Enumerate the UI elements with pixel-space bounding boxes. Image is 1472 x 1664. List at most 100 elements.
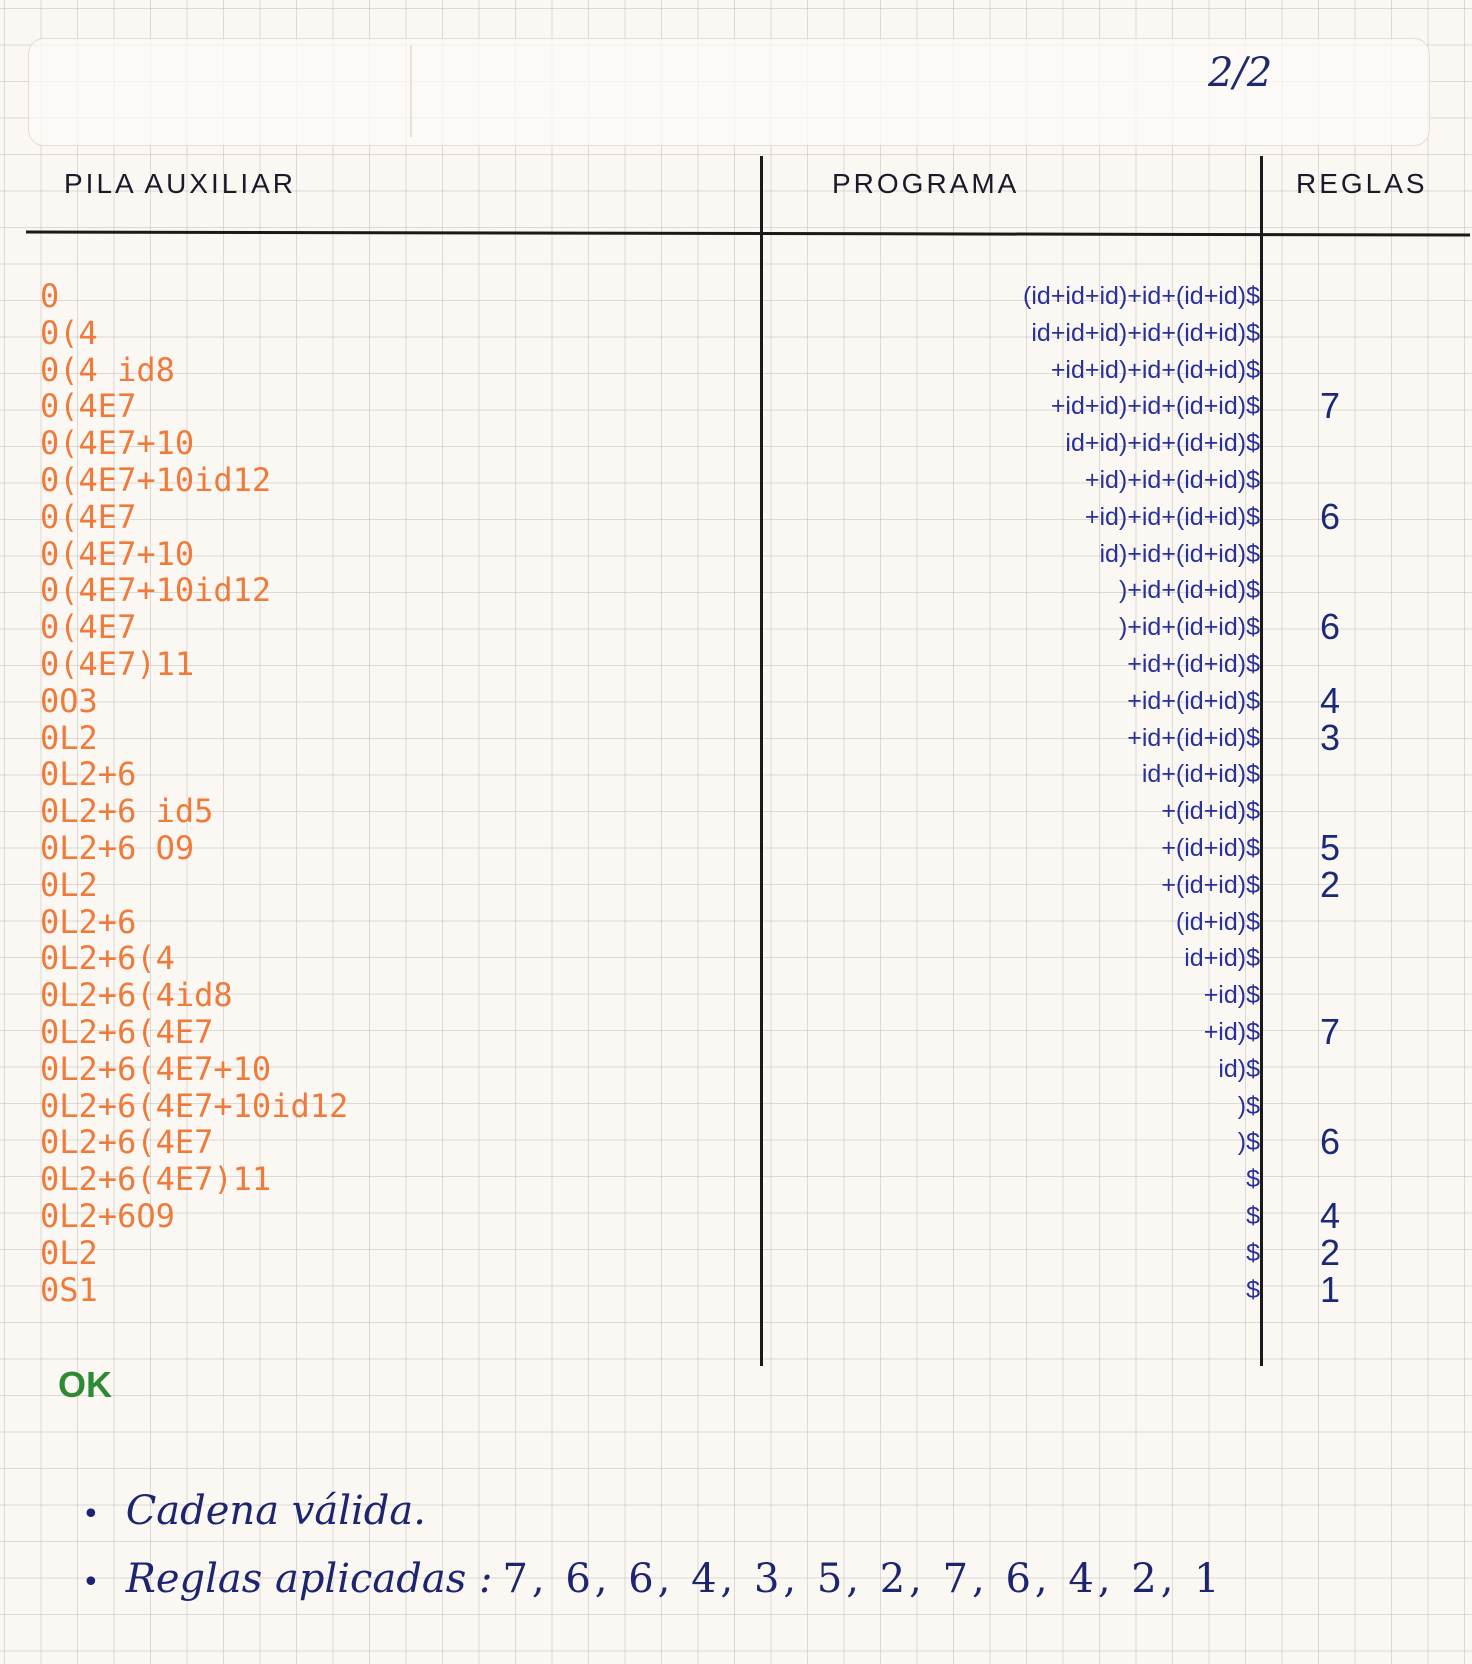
program-row: +id)+id+(id+id)$ [1084,502,1260,531]
stack-row: 0(4E7 [40,497,137,536]
stack-row: 0(4 id8 [40,350,175,389]
program-row: +(id+id)$ [1161,870,1260,899]
rule-row: 4 [1319,679,1341,721]
rule-row [1280,904,1380,941]
program-row: +id)$ [1203,981,1260,1010]
stack-row: 0(4E7 [40,387,137,426]
stack-row: 0L2 [40,865,98,904]
rule-row: 5 [1319,826,1341,868]
stack-row: 0L2+6(4E7 [40,1123,214,1162]
header-box [28,38,1430,146]
stack-row: 0(4E7+10id12 [40,460,272,499]
stack-row: 0L2+6 [40,902,137,941]
rule-row [1280,462,1380,499]
stack-row: 0 [40,277,60,315]
stack-row: 0(4 [40,313,98,352]
stack-row: 0L2+6 [40,755,137,794]
rule-row [1280,1161,1380,1198]
note-applied-rules: • Reglas aplicadas :7, 6, 6, 4, 3, 5, 2, … [82,1556,1224,1602]
program-row: +(id+id)$ [1161,797,1260,826]
program-row: (id+id+id)+id+(id+id)$ [1023,282,1260,310]
rule-row: 1 [1319,1268,1341,1310]
stack-row: 0(4E7 [40,608,137,647]
bullet-icon: • [82,1565,100,1600]
stack-row: 0L2+6(4id8 [40,976,233,1015]
stack-row: 0L2+6(4E7 [40,1012,214,1051]
stack-row: 0L2+6 id5 [40,792,214,831]
note-applied-label: Reglas aplicadas : [125,1556,493,1602]
stack-row: 0L2+6(4E7+10id12 [40,1086,349,1125]
stack-row: 0L2+6 O9 [40,828,195,867]
header-rule [25,230,1471,237]
rule-row: 4 [1319,1194,1341,1236]
program-row: $ [1246,1238,1260,1267]
rule-row: 7 [1319,1010,1341,1052]
rule-row [1280,572,1380,609]
program-row: +id+(id+id)$ [1127,686,1260,715]
stack-row: 0(4E7+10 [40,424,195,463]
rule-row: 2 [1319,1231,1341,1273]
rule-row [1280,536,1380,573]
rule-row [1280,977,1380,1014]
page-number: 2/2 [1208,50,1273,96]
program-row: $ [1246,1165,1260,1194]
program-row: +id)$ [1203,1017,1260,1046]
column-divider-right [1260,156,1263,1366]
rule-row [1280,278,1380,315]
rule-row [1280,940,1380,977]
stack-row: 0L2+6O9 [40,1196,175,1235]
program-row: id+id+id)+id+(id+id)$ [1031,318,1260,347]
program-row: (id+id)$ [1175,907,1260,936]
rule-row [1280,1088,1380,1125]
rule-row: 6 [1319,1121,1341,1163]
stack-row: 0(4E7+10id12 [40,571,272,610]
note-valid-text: Cadena válida. [125,1488,426,1534]
stack-row: 0L2+6(4E7)11 [40,1160,272,1199]
stack-row: 0S1 [40,1270,98,1309]
program-row: +id+(id+id)$ [1127,649,1260,678]
program-column: (id+id+id)+id+(id+id)$ id+id+id)+id+(id+i… [740,278,1260,1308]
program-row: +id+id)+id+(id+id)$ [1050,355,1260,384]
stack-row: 0L2 [40,718,98,757]
stack-row: 0O3 [40,681,98,720]
stack-row: 0(4E7)11 [40,644,195,683]
ok-label: OK [58,1364,112,1405]
program-row: $ [1246,1201,1260,1230]
program-row: )$ [1237,1091,1260,1120]
rule-row [1280,756,1380,793]
program-row: )$ [1237,1128,1260,1157]
rule-row [1280,646,1380,683]
rule-row [1280,352,1380,389]
rule-row: 6 [1319,606,1341,648]
column-divider-left [760,156,763,1366]
note-applied-values: 7, 6, 6, 4, 3, 5, 2, 7, 6, 4, 2, 1 [502,1556,1224,1602]
rule-row [1280,1051,1380,1088]
program-row: id)+id+(id+id)$ [1099,539,1260,568]
rule-row [1280,315,1380,352]
note-valid: • Cadena válida. [82,1488,426,1534]
program-row: $ [1246,1275,1260,1304]
rules-column-heading: REGLAS [1296,168,1428,199]
stack-row: 0L2+6(4E7+10 [40,1049,272,1088]
rule-row: 2 [1319,863,1341,905]
stack-column-heading: PILA AUXILIAR [64,168,296,199]
rule-row: 6 [1319,495,1341,537]
program-row: +(id+id)$ [1161,833,1260,862]
stack-row: 0L2+6(4 [40,939,175,978]
program-row: +id)+id+(id+id)$ [1084,465,1260,494]
rule-row [1280,793,1380,830]
program-row: )+id+(id+id)$ [1118,576,1260,605]
program-row: id+id)+id+(id+id)$ [1065,429,1260,458]
program-row: )+id+(id+id)$ [1118,613,1260,642]
program-row: id+id)$ [1184,944,1260,973]
header-divider [410,45,412,137]
stack-row: 0(4E7+10 [40,534,195,573]
rule-row [1280,425,1380,462]
program-row: +id+id)+id+(id+id)$ [1050,392,1260,421]
program-row: id+(id+id)$ [1141,760,1260,789]
rule-row: 3 [1319,716,1341,758]
program-row: +id+(id+id)$ [1127,723,1260,752]
bullet-icon: • [82,1497,100,1532]
